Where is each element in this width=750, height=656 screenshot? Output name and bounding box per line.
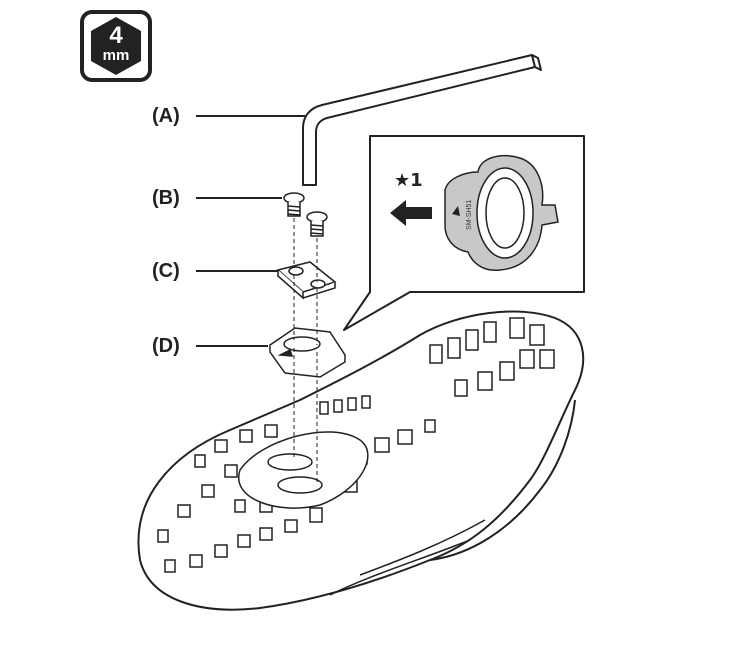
inset-note: ★1 — [394, 170, 423, 191]
hex-wrench — [302, 54, 542, 186]
washer-plate — [276, 261, 337, 300]
sole-mounting-area — [237, 431, 369, 509]
cleat-inset — [343, 135, 585, 331]
callout-d: (D) — [152, 335, 180, 357]
cleat-bolts — [283, 192, 328, 237]
callout-c: (C) — [152, 260, 180, 282]
callout-b: (B) — [152, 187, 180, 209]
cleat — [268, 327, 347, 378]
cleat-model-code: SM-SH51 — [466, 199, 473, 230]
leader-lines — [196, 115, 305, 347]
alignment-guides — [293, 218, 318, 482]
callout-a: (A) — [152, 105, 180, 127]
tool-size-badge: 4 mm — [80, 10, 152, 82]
tool-size-unit: mm — [102, 47, 130, 64]
direction-arrow — [390, 200, 432, 226]
tool-size-number: 4 — [109, 22, 123, 49]
